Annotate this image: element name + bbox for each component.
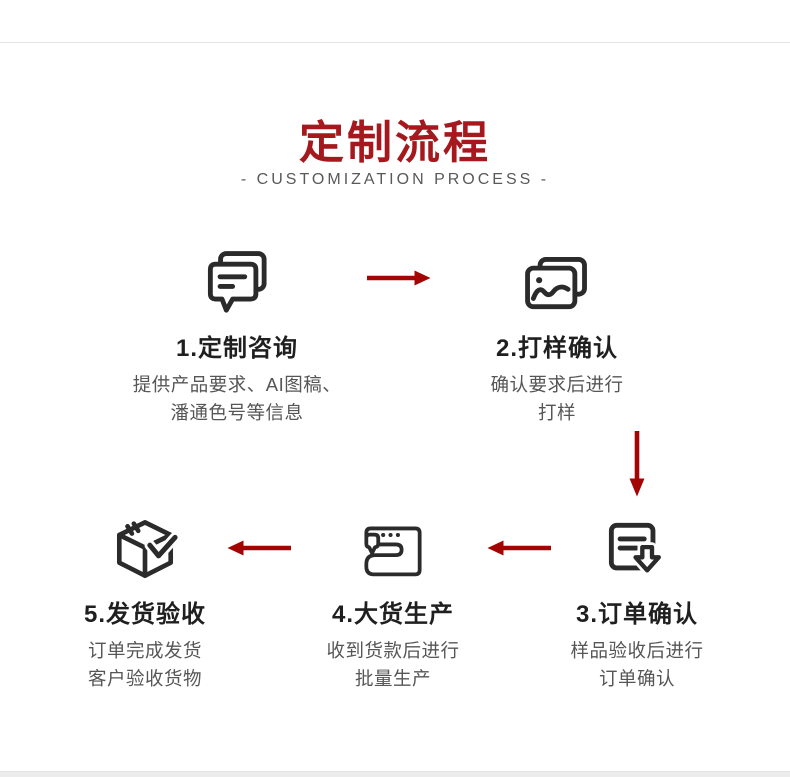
top-divider: [0, 42, 790, 43]
section-title: 定制流程: [298, 117, 491, 168]
step-label: 4.大货生产: [331, 601, 454, 628]
section-subtitle: - CUSTOMIZATION PROCESS -: [240, 171, 550, 188]
step-label: 3.订单确认: [575, 601, 698, 628]
step-order-confirm: 3.订单确认 样品验收后进行 订单确认: [517, 514, 757, 693]
step-desc-line: 订单完成发货: [87, 640, 202, 661]
step-desc-line: 订单确认: [598, 668, 675, 689]
step-desc-line: 样品验收后进行: [570, 640, 704, 661]
step-label: 5.发货验收: [83, 601, 206, 628]
step-desc: 样品验收后进行 订单确认: [517, 637, 757, 693]
flow-arrow-down-icon: [629, 431, 645, 497]
step-label: 1.定制咨询: [175, 335, 298, 362]
flow-arrow-left-icon: [487, 540, 551, 556]
flow-arrow-right-icon: [367, 270, 431, 286]
step-desc: 确认要求后进行 打样: [437, 371, 677, 427]
step-desc-line: 确认要求后进行: [490, 374, 624, 395]
flow-arrow-left-icon: [227, 540, 291, 556]
sample-pictures-icon: [437, 248, 677, 322]
step-customization-consult: 1.定制咨询 提供产品要求、AI图稿、 潘通色号等信息: [117, 248, 357, 427]
step-desc-line: 潘通色号等信息: [170, 402, 304, 423]
step-desc: 收到货款后进行 批量生产: [273, 637, 513, 693]
step-desc-line: 客户验收货物: [87, 668, 202, 689]
order-document-icon: [517, 514, 757, 588]
step-desc-line: 批量生产: [354, 668, 431, 689]
step-ship-acceptance: 5.发货验收 订单完成发货 客户验收货物: [25, 514, 265, 693]
step-desc: 订单完成发货 客户验收货物: [25, 637, 265, 693]
step-desc-line: 提供产品要求、AI图稿、: [132, 374, 342, 395]
bottom-strip: [0, 771, 790, 777]
chat-bubbles-icon: [117, 248, 357, 322]
step-label: 2.打样确认: [495, 335, 618, 362]
step-desc-line: 收到货款后进行: [326, 640, 460, 661]
sewing-machine-icon: [273, 514, 513, 588]
package-check-icon: [25, 514, 265, 588]
step-desc: 提供产品要求、AI图稿、 潘通色号等信息: [117, 371, 357, 427]
step-desc-line: 打样: [537, 402, 576, 423]
step-mass-production: 4.大货生产 收到货款后进行 批量生产: [273, 514, 513, 693]
step-sample-confirm: 2.打样确认 确认要求后进行 打样: [437, 248, 677, 427]
